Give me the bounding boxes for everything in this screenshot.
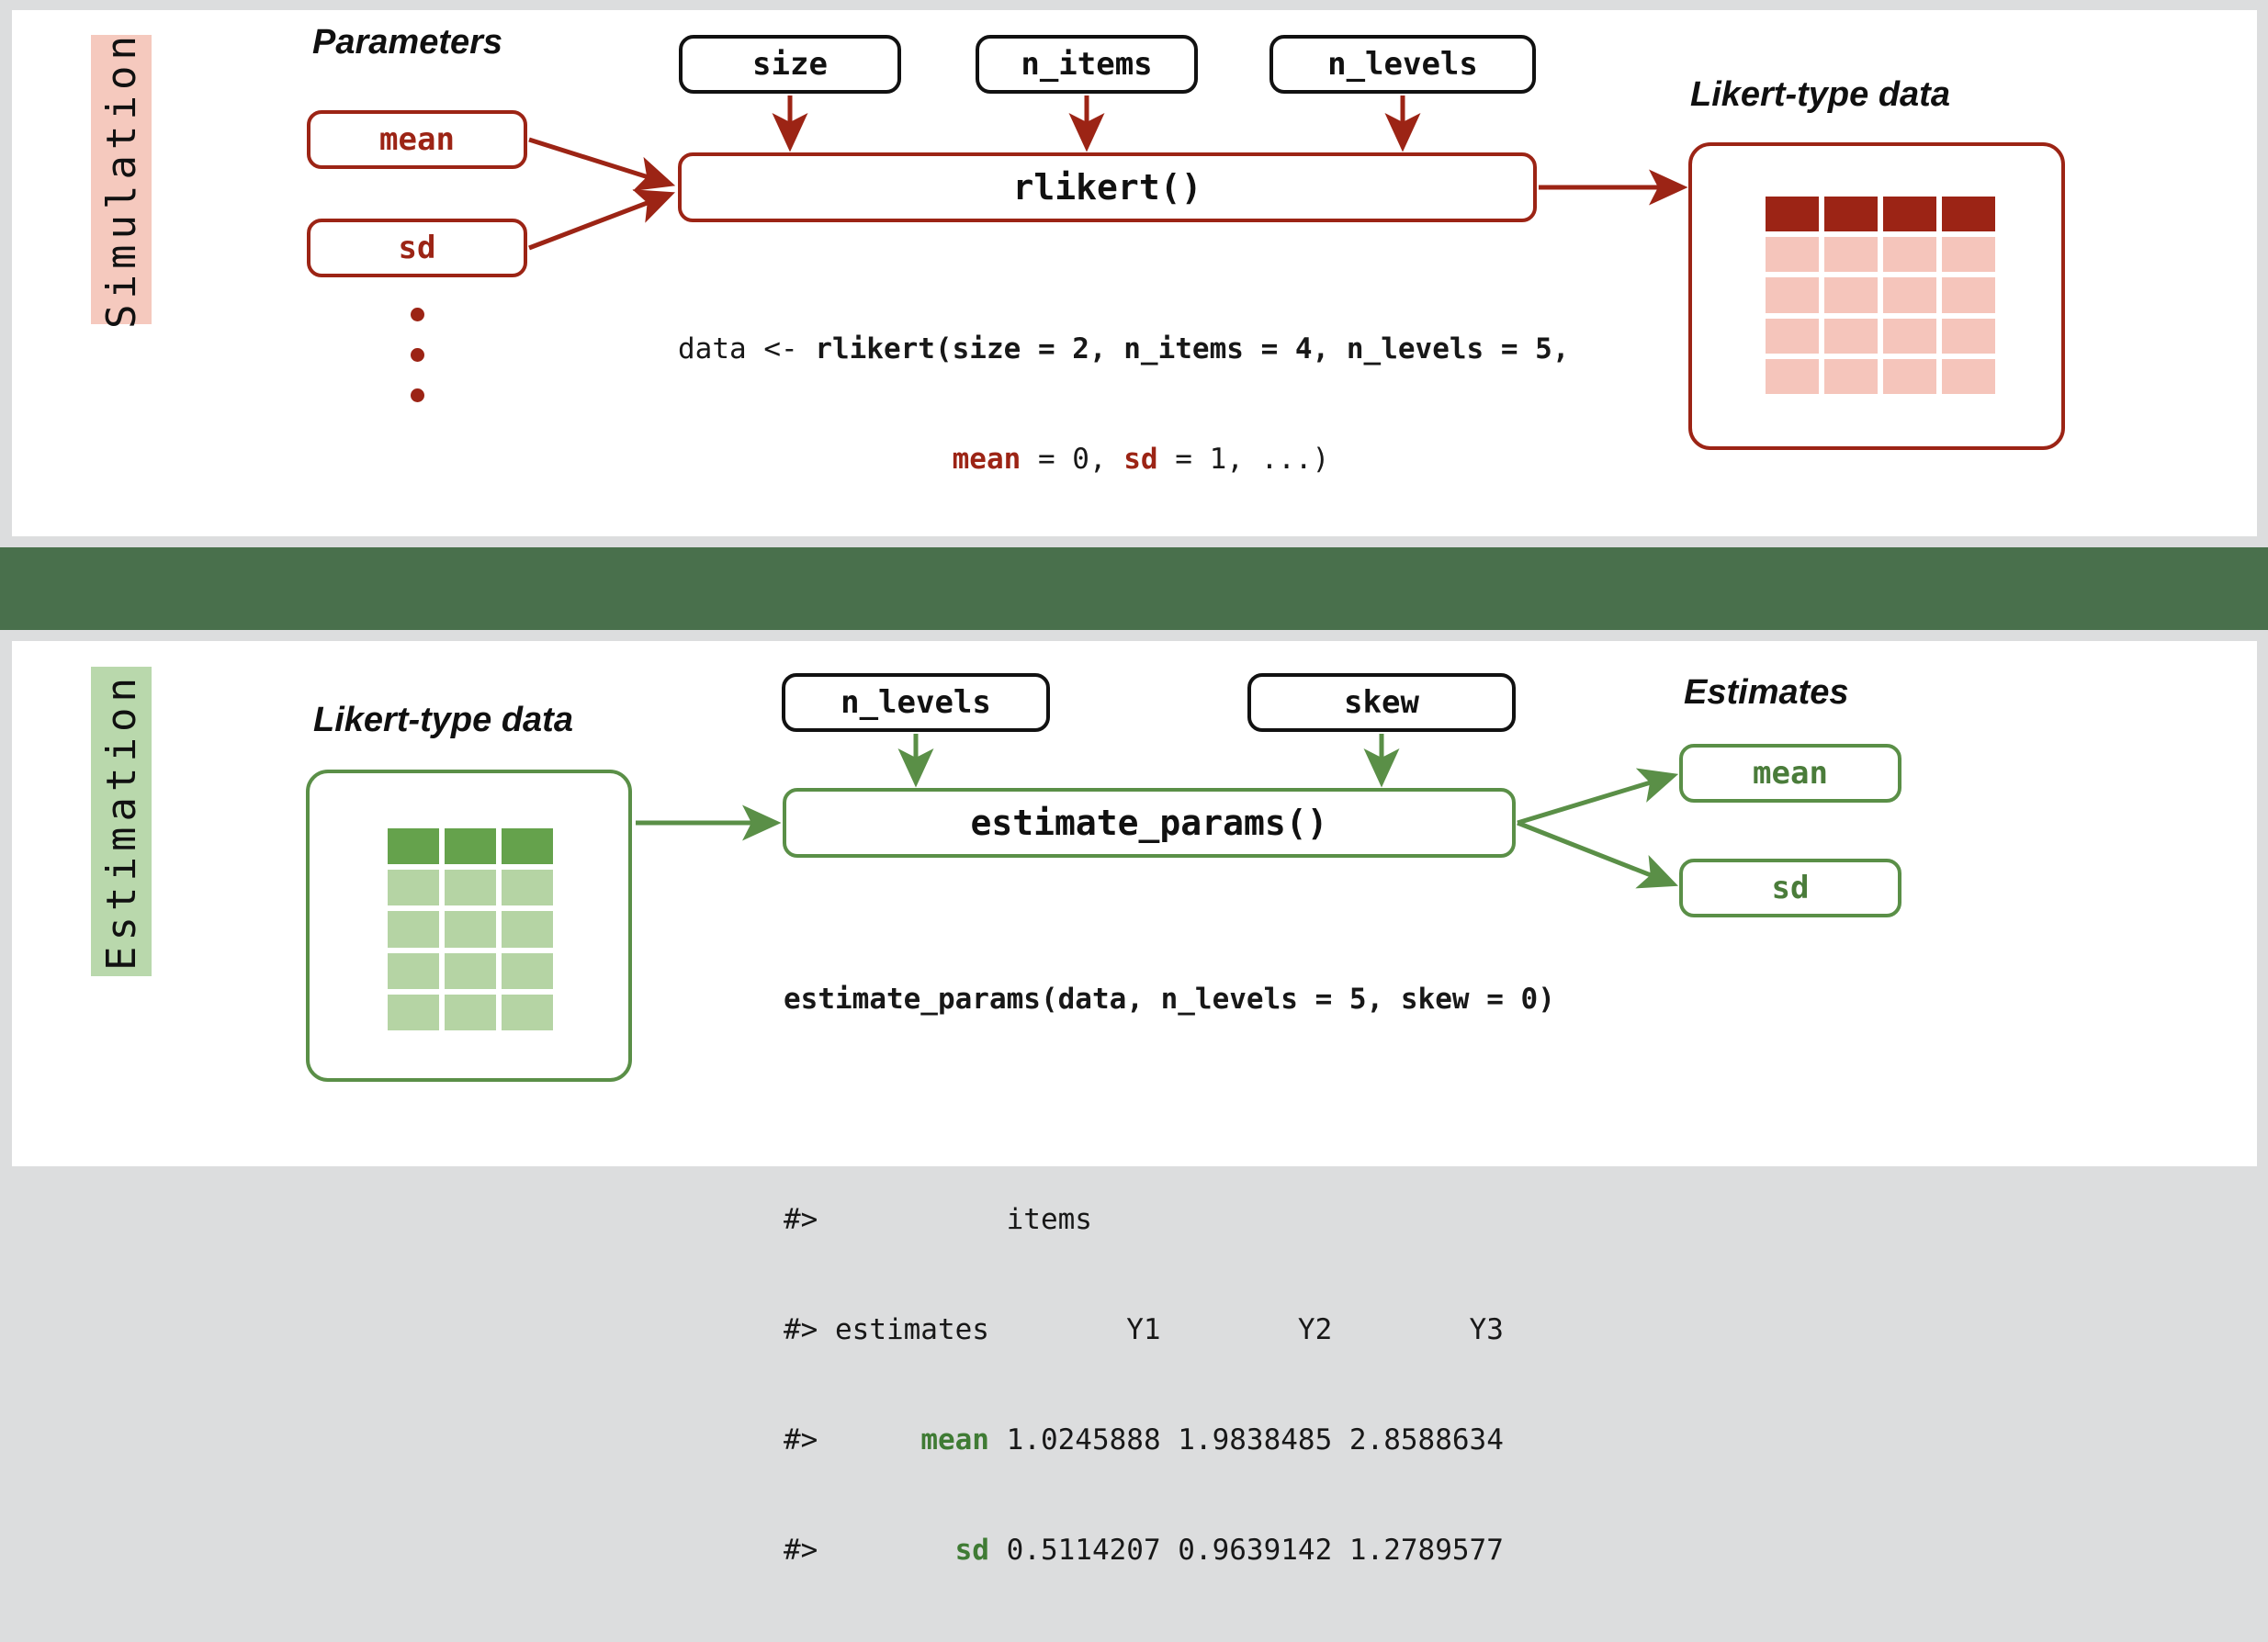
grid-cell: [388, 952, 439, 989]
grid-cell: [502, 952, 553, 989]
grid-header-cell: [1766, 197, 1819, 232]
likert-data-container-est: [306, 770, 632, 1082]
grid-cell: [445, 911, 496, 948]
parameters-heading: Parameters: [312, 23, 503, 62]
grid-header-cell: [1883, 197, 1936, 232]
grid-cell: [1883, 277, 1936, 313]
grid-header-cell: [388, 828, 439, 865]
grid-cell: [445, 952, 496, 989]
grid-cell: [388, 994, 439, 1030]
grid-header-cell: [445, 828, 496, 865]
grid-cell: [388, 911, 439, 948]
est-code-spacer: [784, 1091, 1555, 1128]
grid-cell: [1883, 358, 1936, 394]
grid-cell: [1766, 318, 1819, 354]
estimate-box-mean[interactable]: mean: [1679, 744, 1901, 803]
grid-header-cell: [502, 828, 553, 865]
grid-cell: [502, 870, 553, 906]
estimates-heading: Estimates: [1684, 673, 1849, 712]
grid-cell: [1942, 237, 1995, 273]
grid-header-cell: [1942, 197, 1995, 232]
parameters-ellipsis: [411, 308, 424, 429]
likert-data-grid-est: [388, 828, 553, 1030]
code-line-2: mean = 0, sd = 1, ...): [952, 443, 1330, 476]
grid-cell: [1942, 277, 1995, 313]
ellipsis-dot: [411, 308, 424, 321]
est-code-call: estimate_params(data, n_levels = 5, skew…: [784, 983, 1555, 1016]
likert-data-heading-sim: Likert-type data: [1690, 75, 1950, 114]
grid-cell: [445, 994, 496, 1030]
grid-cell: [1824, 237, 1878, 273]
simulation-side-label-text: Simulation: [97, 30, 145, 329]
grid-cell: [502, 911, 553, 948]
est-arg-box-skew[interactable]: skew: [1247, 673, 1516, 732]
estimation-code-block: estimate_params(data, n_levels = 5, skew…: [784, 907, 1555, 1642]
grid-cell: [502, 994, 553, 1030]
est-code-line-2: #> estimates Y1 Y2 Y3: [784, 1313, 1504, 1346]
est-code-line-3: #> mean 1.0245888 1.9838485 2.8588634: [784, 1423, 1504, 1456]
grid-header-cell: [1824, 197, 1878, 232]
likert-data-container-sim: [1688, 142, 2065, 450]
diagram-canvas: Simulation Parameters mean sd size n_ite…: [0, 10, 2268, 1567]
grid-cell: [1766, 277, 1819, 313]
grid-cell: [445, 870, 496, 906]
grid-cell: [388, 870, 439, 906]
grid-cell: [1824, 318, 1878, 354]
grid-cell: [1942, 318, 1995, 354]
grid-cell: [1883, 237, 1936, 273]
likert-data-grid-sim: [1766, 197, 1995, 394]
grid-cell: [1883, 318, 1936, 354]
estimation-side-label-text: Estimation: [97, 672, 145, 971]
grid-cell: [1766, 237, 1819, 273]
est-code-line-1: #> items: [784, 1203, 1092, 1236]
grid-cell: [1766, 358, 1819, 394]
ellipsis-dot: [411, 388, 424, 402]
est-arg-box-n-levels[interactable]: n_levels: [782, 673, 1050, 732]
estimation-side-label: Estimation: [91, 667, 152, 976]
grid-cell: [1942, 358, 1995, 394]
section-divider-band: [0, 547, 2268, 630]
grid-cell: [1824, 358, 1878, 394]
est-code-line-4: #> sd 0.5114207 0.9639142 1.2789577: [784, 1534, 1504, 1567]
grid-cell: [1824, 277, 1878, 313]
arg-box-n-levels[interactable]: n_levels: [1269, 35, 1536, 94]
ellipsis-dot: [411, 348, 424, 362]
likert-data-heading-est: Likert-type data: [313, 701, 573, 739]
rlikert-function-box[interactable]: rlikert(): [678, 152, 1537, 222]
param-box-mean[interactable]: mean: [307, 110, 527, 169]
param-box-sd[interactable]: sd: [307, 219, 527, 277]
estimate-params-function-box[interactable]: estimate_params(): [783, 788, 1516, 858]
code-line-1: data <- rlikert(size = 2, n_items = 4, n…: [678, 332, 1570, 366]
arg-box-size[interactable]: size: [679, 35, 901, 94]
simulation-side-label: Simulation: [91, 30, 152, 329]
estimate-box-sd[interactable]: sd: [1679, 859, 1901, 917]
arg-box-n-items[interactable]: n_items: [976, 35, 1198, 94]
